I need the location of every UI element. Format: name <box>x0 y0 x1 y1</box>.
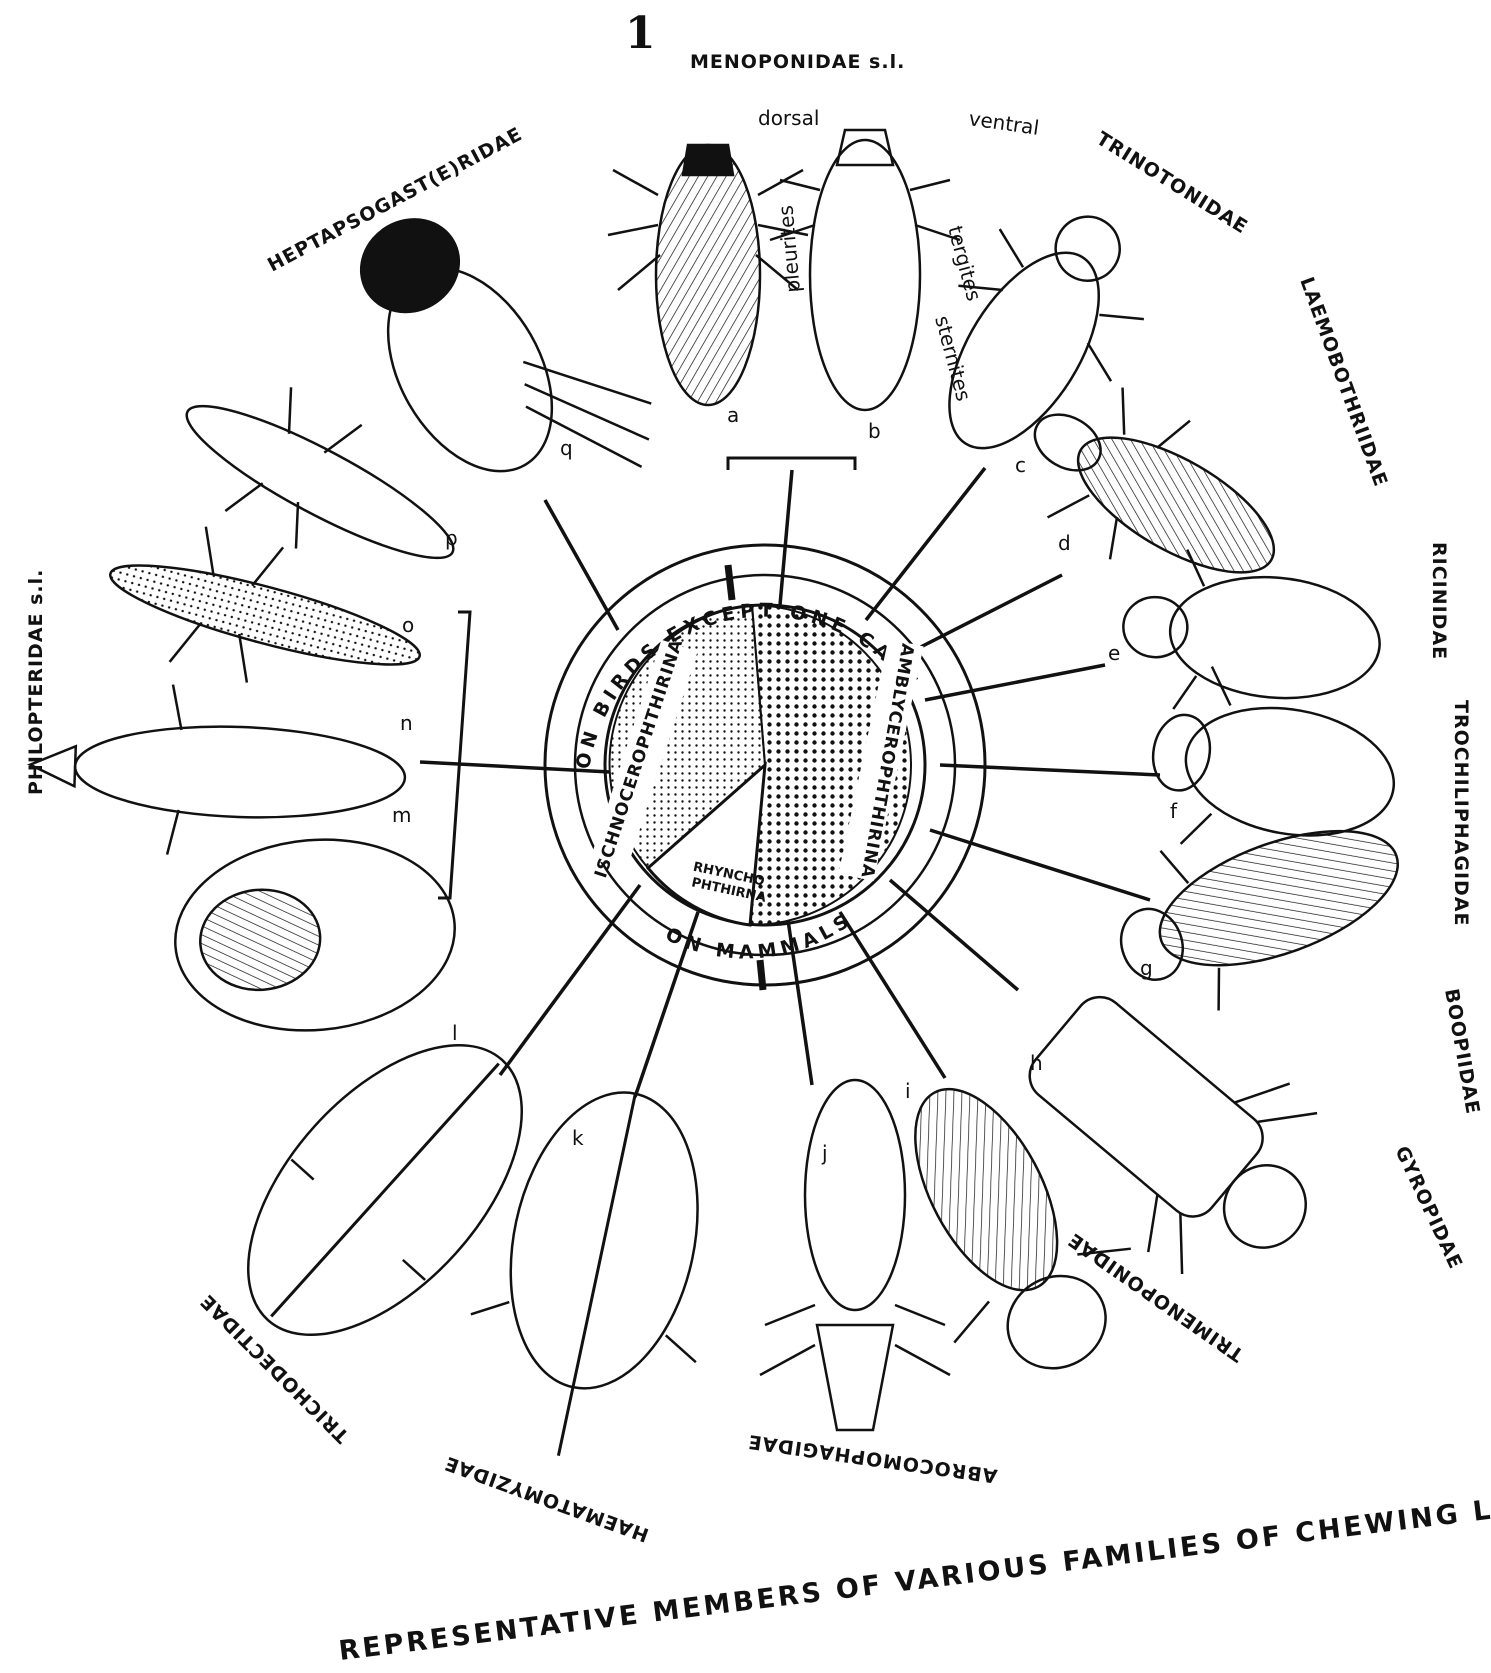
specimen-n <box>27 680 408 863</box>
specimen-letter-e: e <box>1108 641 1120 665</box>
family-abrocomophagidae: ABROCOMOPHAGIDAE <box>746 1430 998 1487</box>
family-trochiliphagidae: TROCHILIPHAGIDAE <box>1450 700 1472 926</box>
specimen-letter-l: l <box>452 1021 458 1045</box>
family-trimenoponidae: TRIMENOPONIDAE <box>1064 1228 1248 1366</box>
specimen-k <box>446 1070 748 1480</box>
figure-number: 1 <box>625 8 656 59</box>
label-ventral: ventral <box>967 106 1040 140</box>
label-pleurites: pleurites <box>773 204 805 293</box>
figure-caption: REPRESENTATIVE MEMBERS OF VARIOUS FAMILI… <box>337 1487 1491 1666</box>
specimen-a <box>608 145 808 405</box>
label-dorsal: dorsal <box>758 106 819 130</box>
specimen-g <box>1095 776 1426 1035</box>
specimen-letter-h: h <box>1030 1051 1043 1075</box>
specimen-letter-j: j <box>821 1141 828 1165</box>
specimen-letter-b: b <box>868 419 881 443</box>
specimen-letter-n: n <box>400 711 413 735</box>
specimen-d <box>997 356 1311 630</box>
central-wheel: ON BIRDS EXCEPT ONE CASE ON MAMMALS ISCH… <box>545 545 985 990</box>
label-sternites: sternites <box>930 313 976 403</box>
specimen-letter-m: m <box>392 803 411 827</box>
specimen-letter-c: c <box>1015 453 1026 477</box>
specimen-letter-p: p <box>445 526 458 550</box>
family-boopiidae: BOOPIIDAE <box>1440 987 1484 1116</box>
specimen-m <box>167 828 462 1042</box>
specimen-o <box>92 506 437 724</box>
family-gyropidae: GYROPIDAE <box>1390 1143 1466 1273</box>
specimen-letter-q: q <box>560 436 573 460</box>
specimen-letter-f: f <box>1170 799 1178 823</box>
specimen-letter-a: a <box>727 403 739 427</box>
specimen-letter-k: k <box>572 1126 584 1150</box>
specimen-letter-g: g <box>1140 956 1153 980</box>
family-laemobothriidae: LAEMOBOTHRIIDAE <box>1295 274 1391 490</box>
specimen-letter-d: d <box>1058 531 1071 555</box>
specimen-i <box>846 1046 1166 1409</box>
specimen-letter-i: i <box>905 1079 911 1103</box>
specimen-letter-o: o <box>402 613 414 637</box>
family-ricinidae: RICINIDAE <box>1428 542 1450 660</box>
family-menoponidae: MENOPONIDAE s.l. <box>690 51 905 73</box>
family-haematomyzidae: HAEMATOMYZIDAE <box>441 1451 651 1545</box>
family-trinotonidae: TRINOTONIDAE <box>1092 128 1251 239</box>
label-tergites: tergites <box>943 223 986 303</box>
family-philopteridae: PHILOPTERIDAE s.l. <box>25 569 47 795</box>
